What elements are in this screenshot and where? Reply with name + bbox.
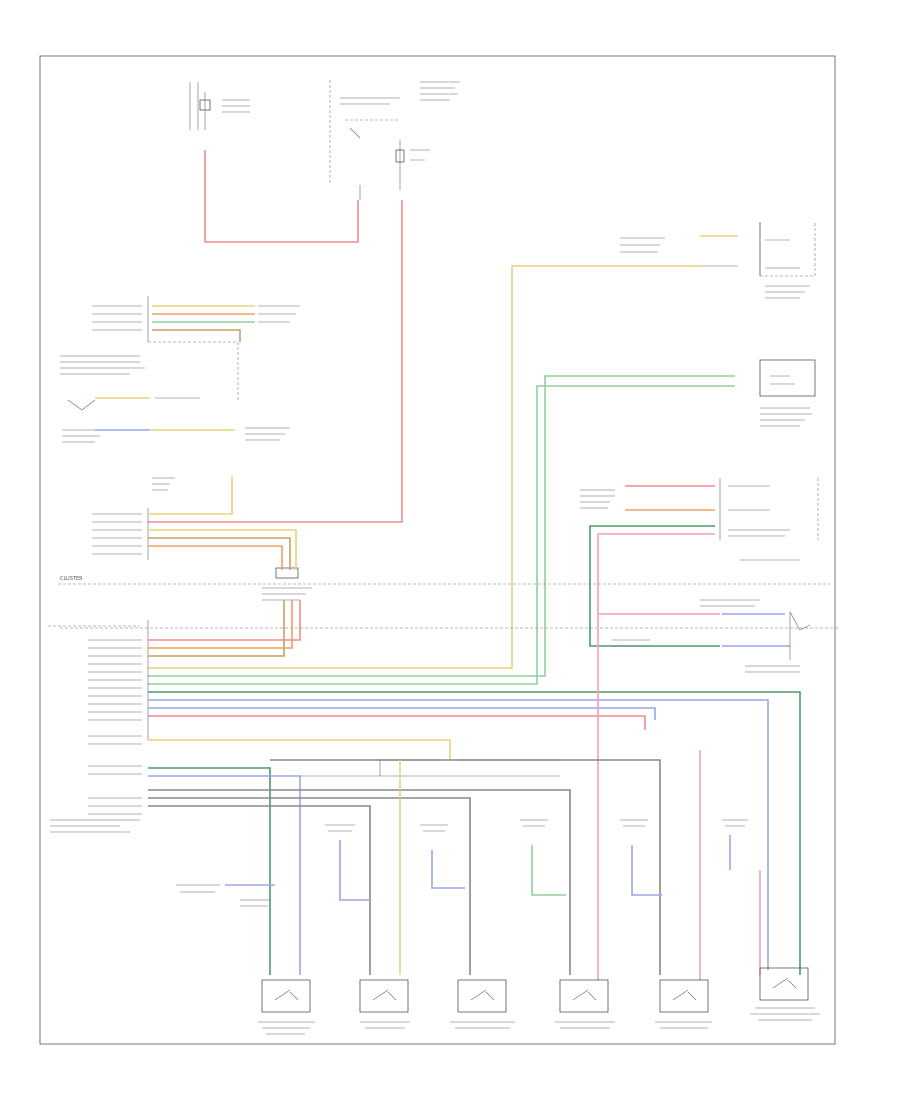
gray-bus-top bbox=[270, 759, 661, 975]
yellow-ign-wire bbox=[148, 476, 233, 515]
left-switch-assembly bbox=[62, 397, 290, 443]
yellow-short bbox=[148, 739, 451, 760]
brown-cluster-b bbox=[148, 537, 291, 570]
red-wire-fuse-feed bbox=[204, 150, 359, 243]
green-wire-level bbox=[148, 385, 735, 685]
brown-can-wire bbox=[152, 329, 241, 342]
switch-driver bbox=[261, 979, 311, 1013]
sensor-module-top-right bbox=[620, 222, 816, 299]
branch-lr bbox=[339, 840, 370, 901]
switch-left-front bbox=[457, 979, 507, 1013]
gray-bus-b bbox=[148, 797, 471, 975]
yellow-wire-sensor bbox=[148, 265, 700, 669]
diagram-frame bbox=[39, 55, 836, 1045]
branch-lf bbox=[431, 850, 465, 889]
right-switch-assembly bbox=[612, 599, 811, 673]
yellow-cluster-a bbox=[148, 529, 297, 570]
branch-rf bbox=[531, 845, 566, 896]
cluster-label: CLUSTER bbox=[60, 576, 83, 582]
brown-lower-c bbox=[148, 600, 285, 657]
cluster-lower-connector bbox=[48, 620, 840, 833]
orange-lower-b bbox=[148, 600, 293, 649]
red-wire-cluster-feed bbox=[148, 200, 403, 523]
switch-left-rear bbox=[359, 979, 409, 1013]
cluster-upper-connector bbox=[92, 477, 312, 601]
dark-green-wire bbox=[589, 525, 720, 647]
gray-bus-a bbox=[148, 789, 571, 975]
switch-right-rear bbox=[659, 979, 709, 1013]
pink-wire bbox=[597, 533, 720, 615]
right-sensor-block bbox=[759, 359, 816, 427]
orange-cluster-c bbox=[148, 545, 283, 570]
top-fuse-block bbox=[189, 80, 460, 200]
red-lower-a bbox=[148, 600, 301, 641]
right-can-block bbox=[580, 478, 819, 561]
bottom-switches bbox=[258, 967, 820, 1035]
branch-rr bbox=[631, 845, 662, 896]
switch-right-front bbox=[559, 979, 609, 1013]
dark-green-drop bbox=[148, 767, 271, 975]
switch-passenger bbox=[759, 967, 809, 1001]
red-short bbox=[148, 715, 646, 730]
blue-long bbox=[148, 699, 769, 970]
green-wire-brake bbox=[148, 375, 735, 677]
blue-short bbox=[148, 707, 656, 720]
left-can-block bbox=[60, 296, 300, 400]
gray-bus-c bbox=[148, 805, 371, 975]
dark-green-long bbox=[148, 691, 801, 975]
